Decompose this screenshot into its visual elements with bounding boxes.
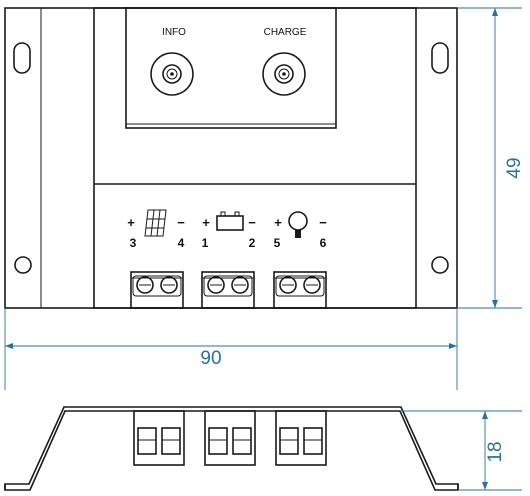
controller-body [93,7,417,309]
dimension-depth: 18 [400,410,522,491]
minus-sign: − [177,215,185,230]
charge-indicator [262,52,306,96]
minus-sign: − [319,215,327,230]
dimension-width: 90 [4,308,458,390]
dimension-height: 49 [457,7,525,309]
depth-value: 18 [485,441,506,462]
battery-icon [216,211,244,231]
side-view [4,406,459,491]
mounting-slot-top-right [431,42,449,74]
charge-label: CHARGE [264,27,307,38]
mounting-slot-top-left [13,42,31,74]
width-value: 90 [200,348,221,369]
terminal-number: 5 [274,236,281,250]
terminal-block-load[interactable] [273,271,327,309]
terminal-number: 2 [249,236,256,250]
terminal-number: 1 [202,236,209,250]
terminal-group-battery: + − 1 2 [202,211,256,250]
info-label: INFO [162,27,186,38]
info-button[interactable] [150,52,194,96]
terminal-number: 4 [178,236,185,250]
mounting-hole-bottom-right [431,256,449,274]
side-terminal-block-battery [204,410,256,466]
terminal-group-solar: + − 3 4 [127,209,185,250]
lamp-icon [288,211,308,238]
terminal-number: 3 [130,236,137,250]
display-window [125,7,337,129]
terminal-number: 6 [320,236,327,250]
mounting-hole-bottom-left [14,256,32,274]
plus-sign: + [274,215,282,230]
mounting-plate [4,7,458,309]
front-view: INFO CHARGE + − 3 4 [4,7,458,309]
terminal-group-load: + − 5 6 [274,211,327,250]
minus-sign: − [248,215,256,230]
terminal-block-solar[interactable] [130,271,184,309]
side-terminal-block-load [275,410,327,466]
height-value: 49 [504,157,525,178]
plus-sign: + [127,215,135,230]
solar-panel-icon [144,209,167,237]
side-terminal-block-solar [133,410,185,466]
terminal-block-battery[interactable] [201,271,255,309]
plus-sign: + [202,215,210,230]
